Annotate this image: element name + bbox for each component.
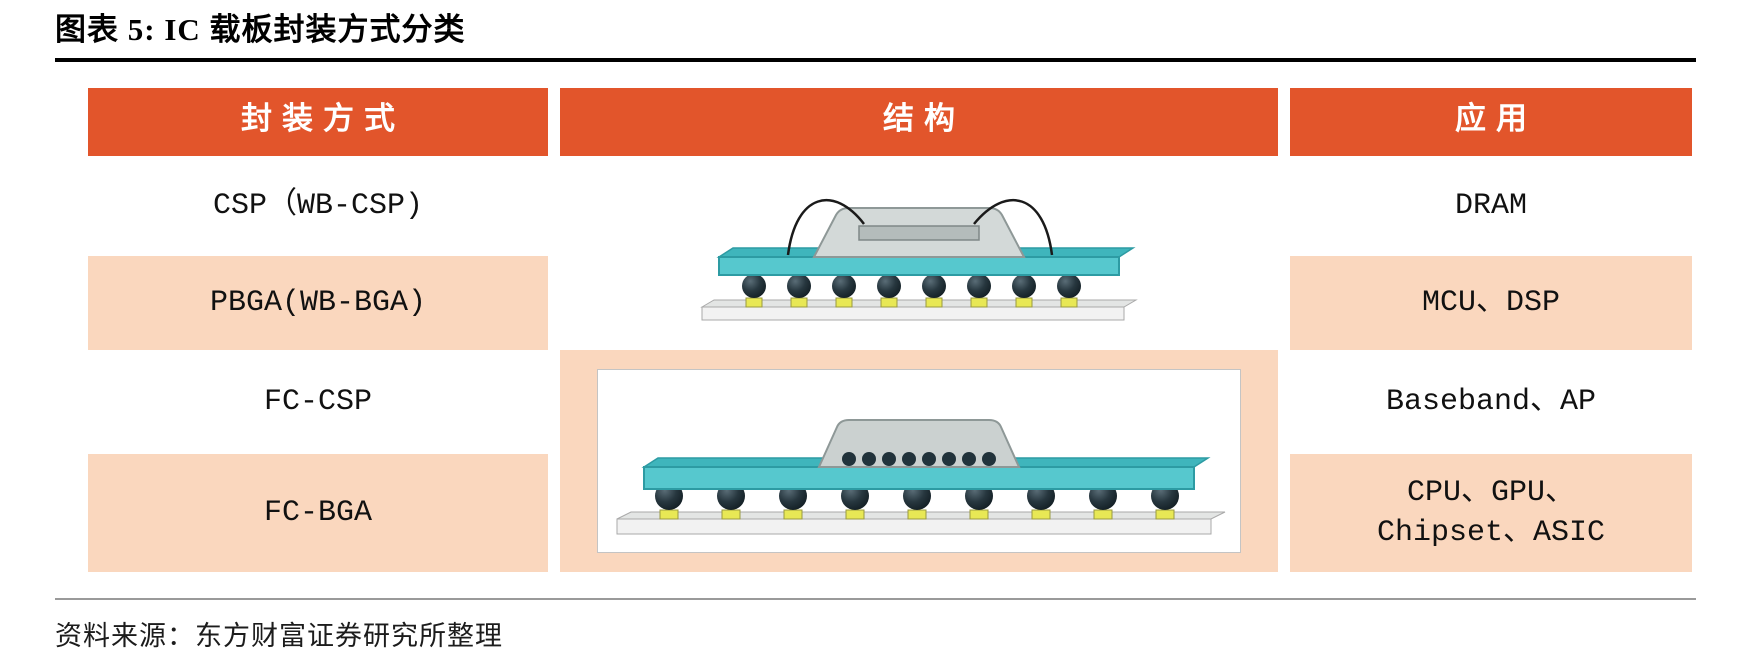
column-application: 应用 DRAM MCU、DSP Baseband、AP CPU、GPU、 Chi… [1290, 88, 1692, 572]
figure-title: 图表 5: IC 载板封装方式分类 [55, 12, 466, 47]
method-cell-wb-bga: PBGA(WB-BGA) [88, 256, 548, 350]
solder-balls [742, 274, 1081, 308]
application-cell-baseband-ap: Baseband、AP [1385, 385, 1597, 419]
column-packaging-method: 封装方式 CSP（WB-CSP) PBGA(WB-BGA) FC-CSP FC-… [88, 88, 548, 572]
wire-bond-package-diagram-icon [700, 199, 1138, 321]
source-note: 资料来源：东方财富证券研究所整理 [55, 624, 503, 654]
footer-divider [55, 598, 1696, 600]
header-packaging-method: 封装方式 [88, 88, 548, 156]
flip-chip-structure-cell [560, 350, 1278, 572]
application-cell-dram: DRAM [1454, 189, 1527, 223]
mold-cap [812, 207, 1026, 258]
application-cell-mcu-dsp: MCU、DSP [1290, 256, 1692, 350]
application-cell-cpu-gpu: CPU、GPU、 Chipset、ASIC [1290, 454, 1692, 572]
die [858, 225, 980, 241]
packaging-table: 封装方式 CSP（WB-CSP) PBGA(WB-BGA) FC-CSP FC-… [88, 88, 1696, 572]
wire-bond-structure-cell [560, 156, 1278, 350]
bond-wires [786, 199, 1054, 256]
header-application: 应用 [1290, 88, 1692, 156]
substrate [641, 457, 1211, 490]
column-structure: 结构 [560, 88, 1278, 572]
title-divider [55, 58, 1696, 62]
method-cell-wb-csp: CSP（WB-CSP) [212, 189, 424, 223]
flip-chip-bumps [842, 452, 996, 466]
method-cell-fc-csp: FC-CSP [263, 385, 373, 419]
method-cell-fc-bga: FC-BGA [88, 454, 548, 572]
header-structure: 结构 [560, 88, 1278, 156]
flip-chip-image-frame [597, 369, 1241, 553]
flip-chip-package-diagram-icon [616, 419, 1226, 535]
